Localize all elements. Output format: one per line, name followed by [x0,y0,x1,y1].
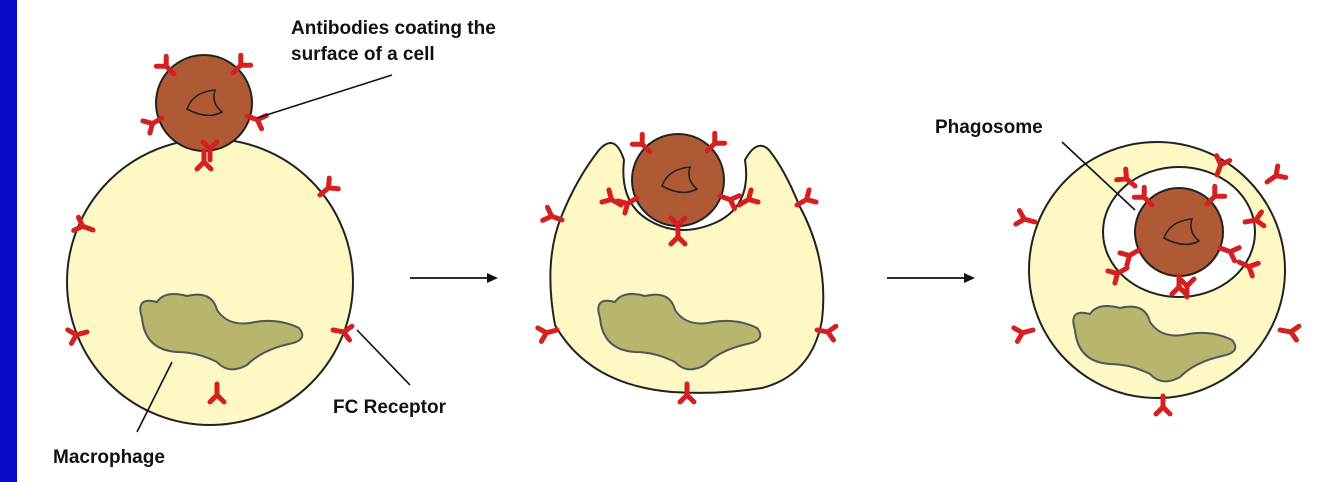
phagocytosis-diagram: Antibodies coating the surface of a cell… [17,0,1337,482]
stage-1: Antibodies coating the surface of a cell… [53,18,496,468]
arrow-2 [887,273,975,283]
stage-2 [538,133,836,402]
macrophage-label: Macrophage [53,447,165,468]
antibodies-label-line2: surface of a cell [291,44,435,65]
fc-receptor-pointer [357,330,410,385]
phagosome-label: Phagosome [935,117,1043,138]
arrow-1 [410,273,498,283]
macrophage-1 [67,139,353,425]
stage-3: Phagosome [935,117,1299,414]
diagram-panel: Antibodies coating the surface of a cell… [17,0,1337,482]
antibodies-pointer [257,75,392,118]
fc-receptor-label: FC Receptor [333,397,447,418]
antibodies-label-line1: Antibodies coating the [291,18,496,39]
